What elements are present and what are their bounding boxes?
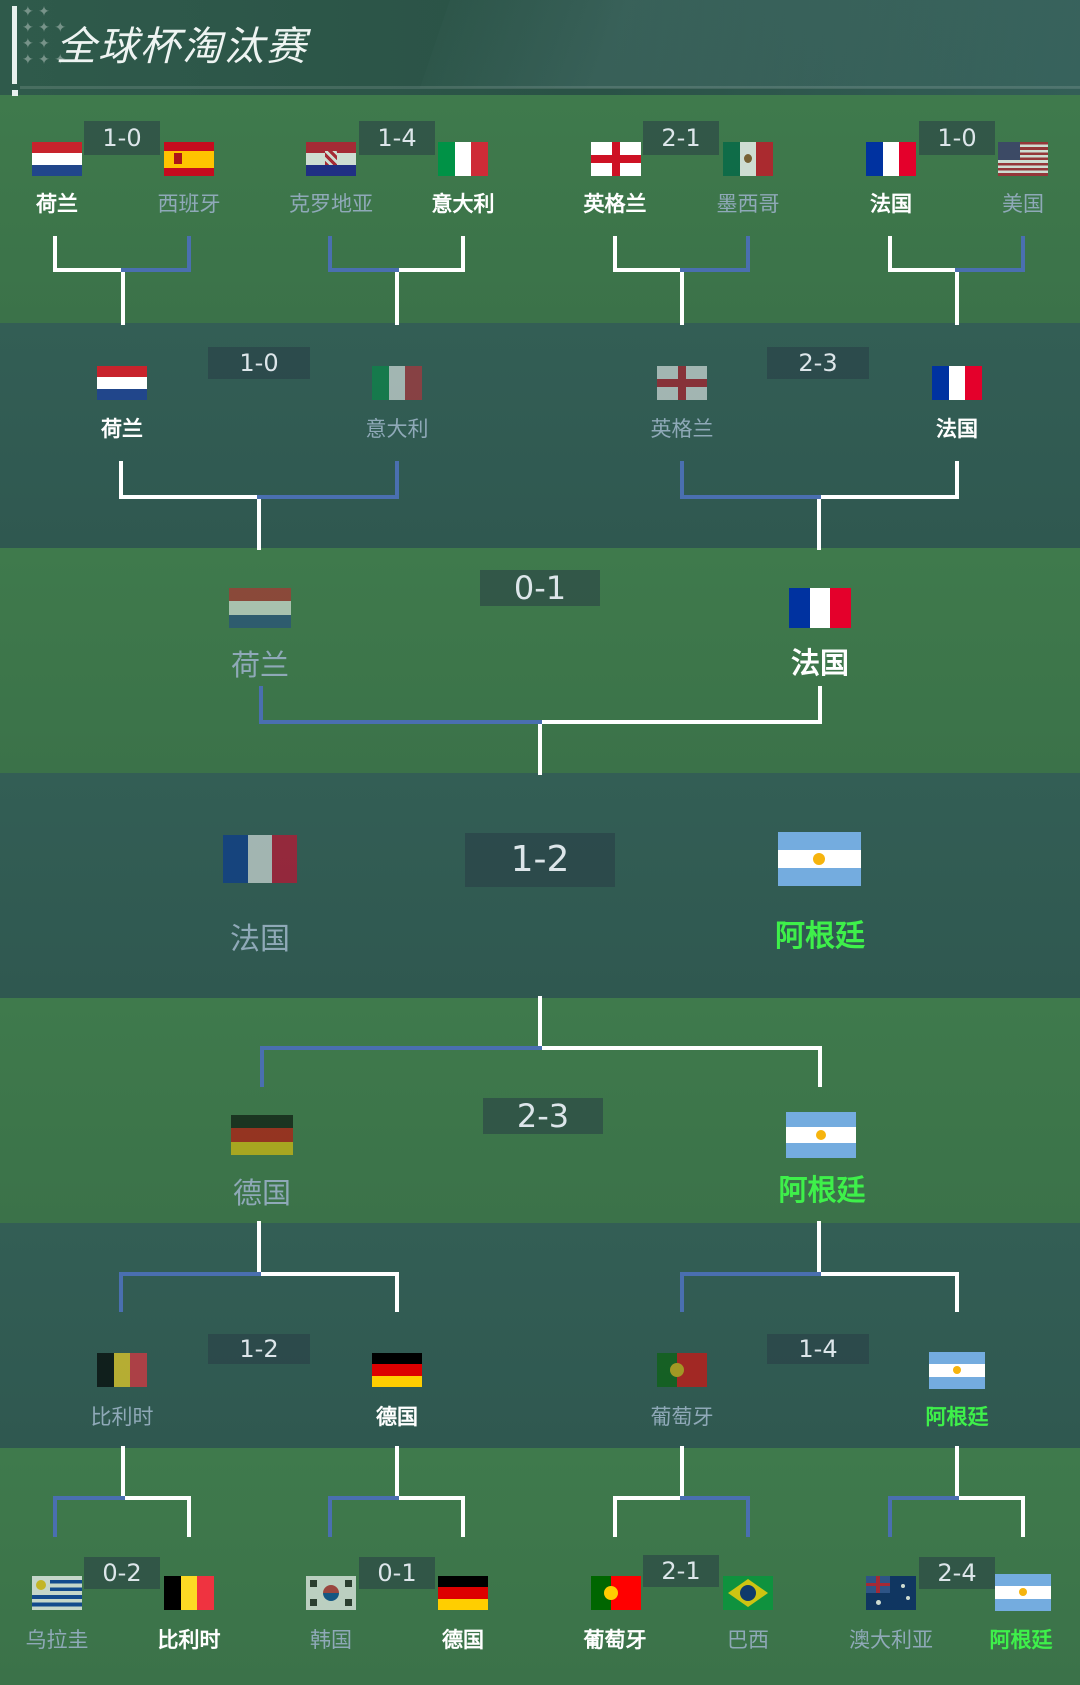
brazil-flag-icon [723,1576,773,1610]
match-score: 1-2 [465,833,615,887]
match-score: 1-4 [359,121,435,155]
team-name: 德国 [232,1176,292,1210]
header: ✦ ✦✦ ✦ ✦✦ ✦✦ ✦ ✦ 全球杯淘汰赛 [0,0,1080,96]
match-score: 2-1 [643,121,719,155]
team-name: 法国 [230,922,290,957]
team-name: 墨西哥 [716,192,780,216]
team-name: 德国 [376,1405,418,1429]
argentina-flag-icon [786,1112,856,1158]
belgium-flag-icon [97,1353,147,1387]
mexico-flag-icon [723,142,773,176]
team-name: 葡萄牙 [650,1405,714,1429]
netherlands-flag-icon [32,142,82,176]
match-score: 1-0 [919,121,995,155]
korea-flag-icon [306,1576,356,1610]
netherlands-flag-icon [97,366,147,400]
star-decoration-icon: ✦ ✦✦ ✦ ✦✦ ✦✦ ✦ ✦ [22,4,67,68]
match-score: 1-0 [84,121,160,155]
match-score: 2-1 [643,1555,719,1587]
team-name: 意大利 [365,417,429,441]
team-name: 阿根廷 [925,1405,989,1429]
team-name: 荷兰 [101,417,143,441]
team-name: 克罗地亚 [289,192,373,216]
team-name: 英格兰 [583,192,647,216]
portugal-flag-icon [657,1353,707,1387]
match-score: 1-0 [208,347,310,379]
team-name: 荷兰 [230,648,290,682]
germany-flag-icon [231,1115,293,1155]
match-score: 1-2 [208,1334,310,1364]
italy-flag-icon [438,142,488,176]
england-flag-icon [591,142,641,176]
france-flag-icon [866,142,916,176]
germany-flag-icon [372,1353,422,1387]
team-name: 澳大利亚 [849,1628,933,1652]
team-name: 比利时 [90,1405,154,1429]
band-round16-bottom [0,1448,1080,1685]
team-name: 比利时 [157,1628,221,1652]
team-name: 英格兰 [650,417,714,441]
match-score: 0-2 [84,1557,160,1589]
team-name: 阿根廷 [989,1628,1053,1652]
team-name: 西班牙 [157,192,221,216]
france-flag-icon [932,366,982,400]
match-score: 2-3 [483,1098,603,1134]
belgium-flag-icon [164,1576,214,1610]
team-name: 法国 [790,646,850,680]
team-name: 韩国 [310,1628,352,1652]
argentina-flag-icon [929,1352,985,1389]
match-score: 0-1 [480,570,600,606]
portugal-flag-icon [591,1576,641,1610]
band-quarter-bottom [0,1223,1080,1448]
usa-flag-icon [998,142,1048,176]
band-round16-top [0,95,1080,323]
team-name: 意大利 [431,192,495,216]
match-score: 2-4 [919,1557,995,1589]
team-name: 乌拉圭 [25,1628,89,1652]
champion-name: 阿根廷 [775,919,865,954]
australia-flag-icon [866,1576,916,1610]
team-name: 美国 [1002,192,1044,216]
team-name: 法国 [870,192,912,216]
france-flag-icon [223,835,297,883]
team-name: 法国 [936,417,978,441]
spain-flag-icon [164,142,214,176]
germany-flag-icon [438,1576,488,1610]
argentina-flag-icon [995,1574,1051,1611]
band-quarter-top [0,323,1080,548]
team-name: 葡萄牙 [583,1628,647,1652]
france-flag-icon [789,588,851,628]
team-name: 德国 [442,1628,484,1652]
italy-flag-icon [372,366,422,400]
uruguay-flag-icon [32,1576,82,1610]
netherlands-flag-icon [229,588,291,628]
team-name: 巴西 [727,1628,769,1652]
match-score: 0-1 [359,1557,435,1589]
england-flag-icon [657,366,707,400]
match-score: 1-4 [767,1334,869,1364]
match-score: 2-3 [767,347,869,379]
team-name: 阿根廷 [778,1173,866,1207]
argentina-flag-icon [778,832,861,886]
page-title: 全球杯淘汰赛 [56,24,308,70]
team-name: 荷兰 [36,192,78,216]
croatia-flag-icon [306,142,356,176]
